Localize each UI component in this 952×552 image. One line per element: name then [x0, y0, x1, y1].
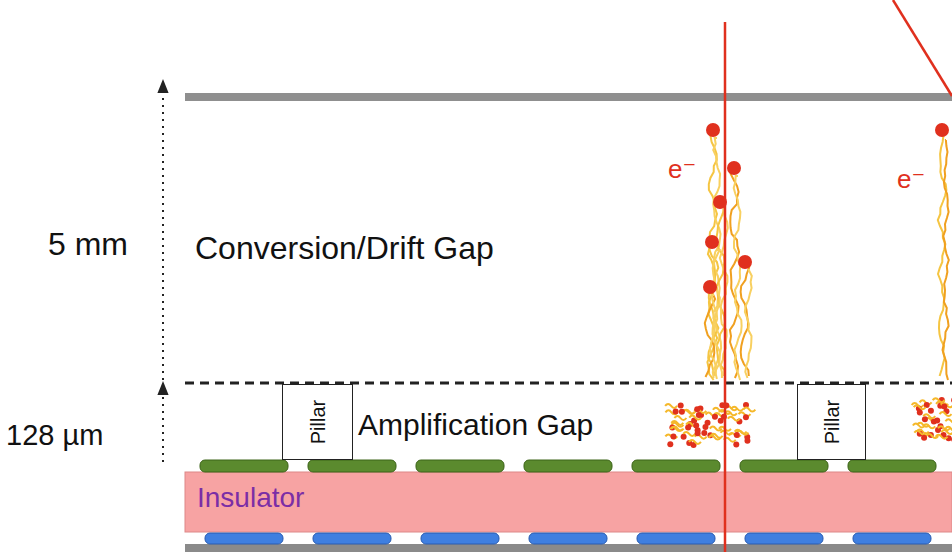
avalanche [734, 432, 740, 438]
dimension-arrow [162, 86, 164, 380]
avalanche [701, 430, 707, 436]
electron [738, 255, 752, 269]
avalanche [696, 412, 702, 418]
avalanche [923, 414, 935, 418]
avalanche [951, 436, 952, 442]
avalanche [681, 434, 687, 440]
avalanche [914, 405, 926, 409]
avalanche [940, 412, 952, 416]
electron [703, 280, 717, 294]
electron-label: e⁻ [668, 156, 696, 182]
readout-strip [308, 460, 396, 472]
readout-strip [416, 460, 504, 472]
avalanche [733, 441, 739, 447]
insulator-layer: Insulator [185, 472, 952, 532]
electron-drift-path [716, 202, 725, 376]
region-label: Conversion/Drift Gap [195, 232, 494, 264]
drift-electrode [185, 93, 952, 101]
avalanche [926, 434, 938, 438]
avalanche [928, 408, 934, 414]
readout-strip [421, 533, 499, 544]
readout-strip [524, 460, 612, 472]
particle-track [893, 0, 952, 96]
pillar-label: Pillar [308, 400, 328, 444]
electron-drift-path [745, 270, 752, 378]
avalanche [673, 408, 679, 414]
avalanche [683, 432, 695, 436]
readout-strip [529, 533, 607, 544]
readout-strip [637, 533, 715, 544]
dimension-label: 5 mm [48, 228, 128, 260]
spacer-pillar: Pillar [282, 384, 353, 460]
avalanche [941, 403, 947, 409]
readout-strip [632, 460, 720, 472]
avalanche [683, 410, 695, 414]
avalanche [934, 418, 940, 424]
avalanche [712, 414, 718, 420]
avalanche [695, 430, 701, 436]
avalanche [933, 398, 945, 402]
electron-drift-path [943, 140, 949, 380]
avalanche [667, 441, 673, 447]
insulator-band [185, 472, 952, 532]
avalanche [731, 407, 743, 411]
avalanche [917, 409, 923, 415]
avalanche [951, 397, 952, 403]
base-plate [185, 544, 952, 552]
avalanche [914, 431, 926, 435]
electron [727, 161, 741, 175]
avalanche [744, 438, 750, 444]
readout-strip [200, 460, 288, 472]
avalanche [679, 409, 685, 415]
avalanche [670, 427, 682, 431]
avalanche [941, 430, 952, 434]
electron [935, 123, 949, 137]
avalanche [728, 417, 740, 421]
avalanche [693, 422, 699, 428]
dimension-arrow [162, 388, 164, 462]
avalanche [743, 414, 749, 420]
readout-strip [745, 533, 823, 544]
readout-strip [740, 460, 828, 472]
readout-strip [848, 460, 936, 472]
spacer-pillar: Pillar [797, 384, 866, 460]
readout-strip [853, 533, 931, 544]
avalanche [945, 419, 952, 423]
readout-strip [205, 533, 283, 544]
particle-track [724, 22, 727, 552]
electron [705, 235, 719, 249]
avalanche [674, 416, 686, 420]
dimension-label: 128 µm [6, 421, 103, 450]
electron [706, 123, 720, 137]
avalanche [743, 408, 755, 412]
avalanche [665, 404, 677, 408]
readout-strip [313, 533, 391, 544]
avalanche [670, 433, 676, 439]
avalanche [689, 440, 701, 444]
region-label: Amplification Gap [358, 410, 593, 440]
layer-label: Insulator [197, 484, 304, 512]
pillar-label: Pillar [822, 400, 842, 444]
avalanche [922, 416, 928, 422]
electron-drift-path [710, 295, 717, 379]
avalanche [694, 406, 700, 412]
electron-label: e⁻ [897, 166, 925, 192]
avalanche [678, 403, 684, 409]
avalanche [709, 436, 721, 440]
avalanche [705, 420, 711, 426]
avalanche [917, 423, 929, 427]
avalanche [921, 435, 927, 441]
